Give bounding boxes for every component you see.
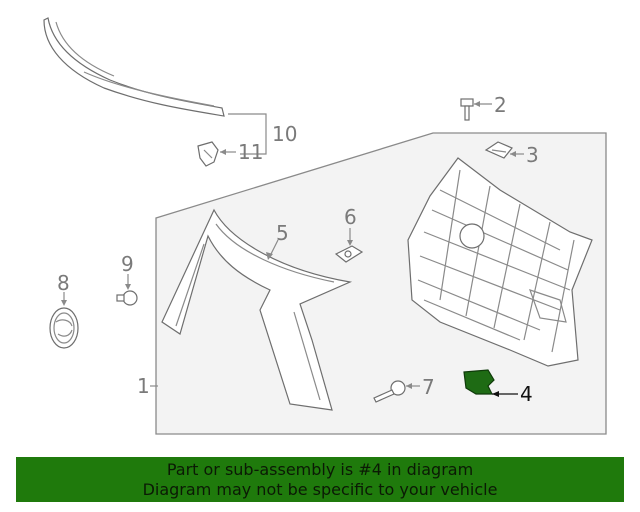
bracket-part-3[interactable] xyxy=(484,141,513,159)
emblem-part-8[interactable] xyxy=(49,307,79,349)
callout-5: 5 xyxy=(276,221,289,245)
callout-7: 7 xyxy=(422,375,435,399)
callout-9: 9 xyxy=(121,252,134,276)
callout-3: 3 xyxy=(526,143,539,167)
banner-line-part: Part or sub-assembly is #4 in diagram xyxy=(166,460,474,479)
nut-part-6[interactable] xyxy=(334,245,364,263)
screw-part-7[interactable] xyxy=(373,380,406,403)
callout-2: 2 xyxy=(494,93,507,117)
callout-4: 4 xyxy=(520,382,533,406)
callout-1: 1 xyxy=(137,374,150,398)
grille-part[interactable] xyxy=(407,157,593,367)
callout-8: 8 xyxy=(57,271,70,295)
pin-part-9[interactable] xyxy=(116,290,138,306)
clip-part-11[interactable] xyxy=(197,141,219,167)
bracket-part-4-highlighted[interactable] xyxy=(463,369,495,395)
callout-11: 11 xyxy=(238,140,263,164)
info-banner: Part or sub-assembly is #4 in diagram Di… xyxy=(16,457,624,502)
callout-10: 10 xyxy=(272,122,297,146)
bolt-part-2[interactable] xyxy=(460,98,474,121)
molding-strip-part[interactable] xyxy=(43,17,225,117)
leader-10 xyxy=(228,113,267,155)
grille-surround-part-5[interactable] xyxy=(161,208,353,411)
callout-6: 6 xyxy=(344,205,357,229)
banner-line-disclaimer: Diagram may not be specific to your vehi… xyxy=(142,480,498,499)
parts-diagram: 1 2 3 4 5 6 7 8 9 10 11 xyxy=(43,17,607,435)
